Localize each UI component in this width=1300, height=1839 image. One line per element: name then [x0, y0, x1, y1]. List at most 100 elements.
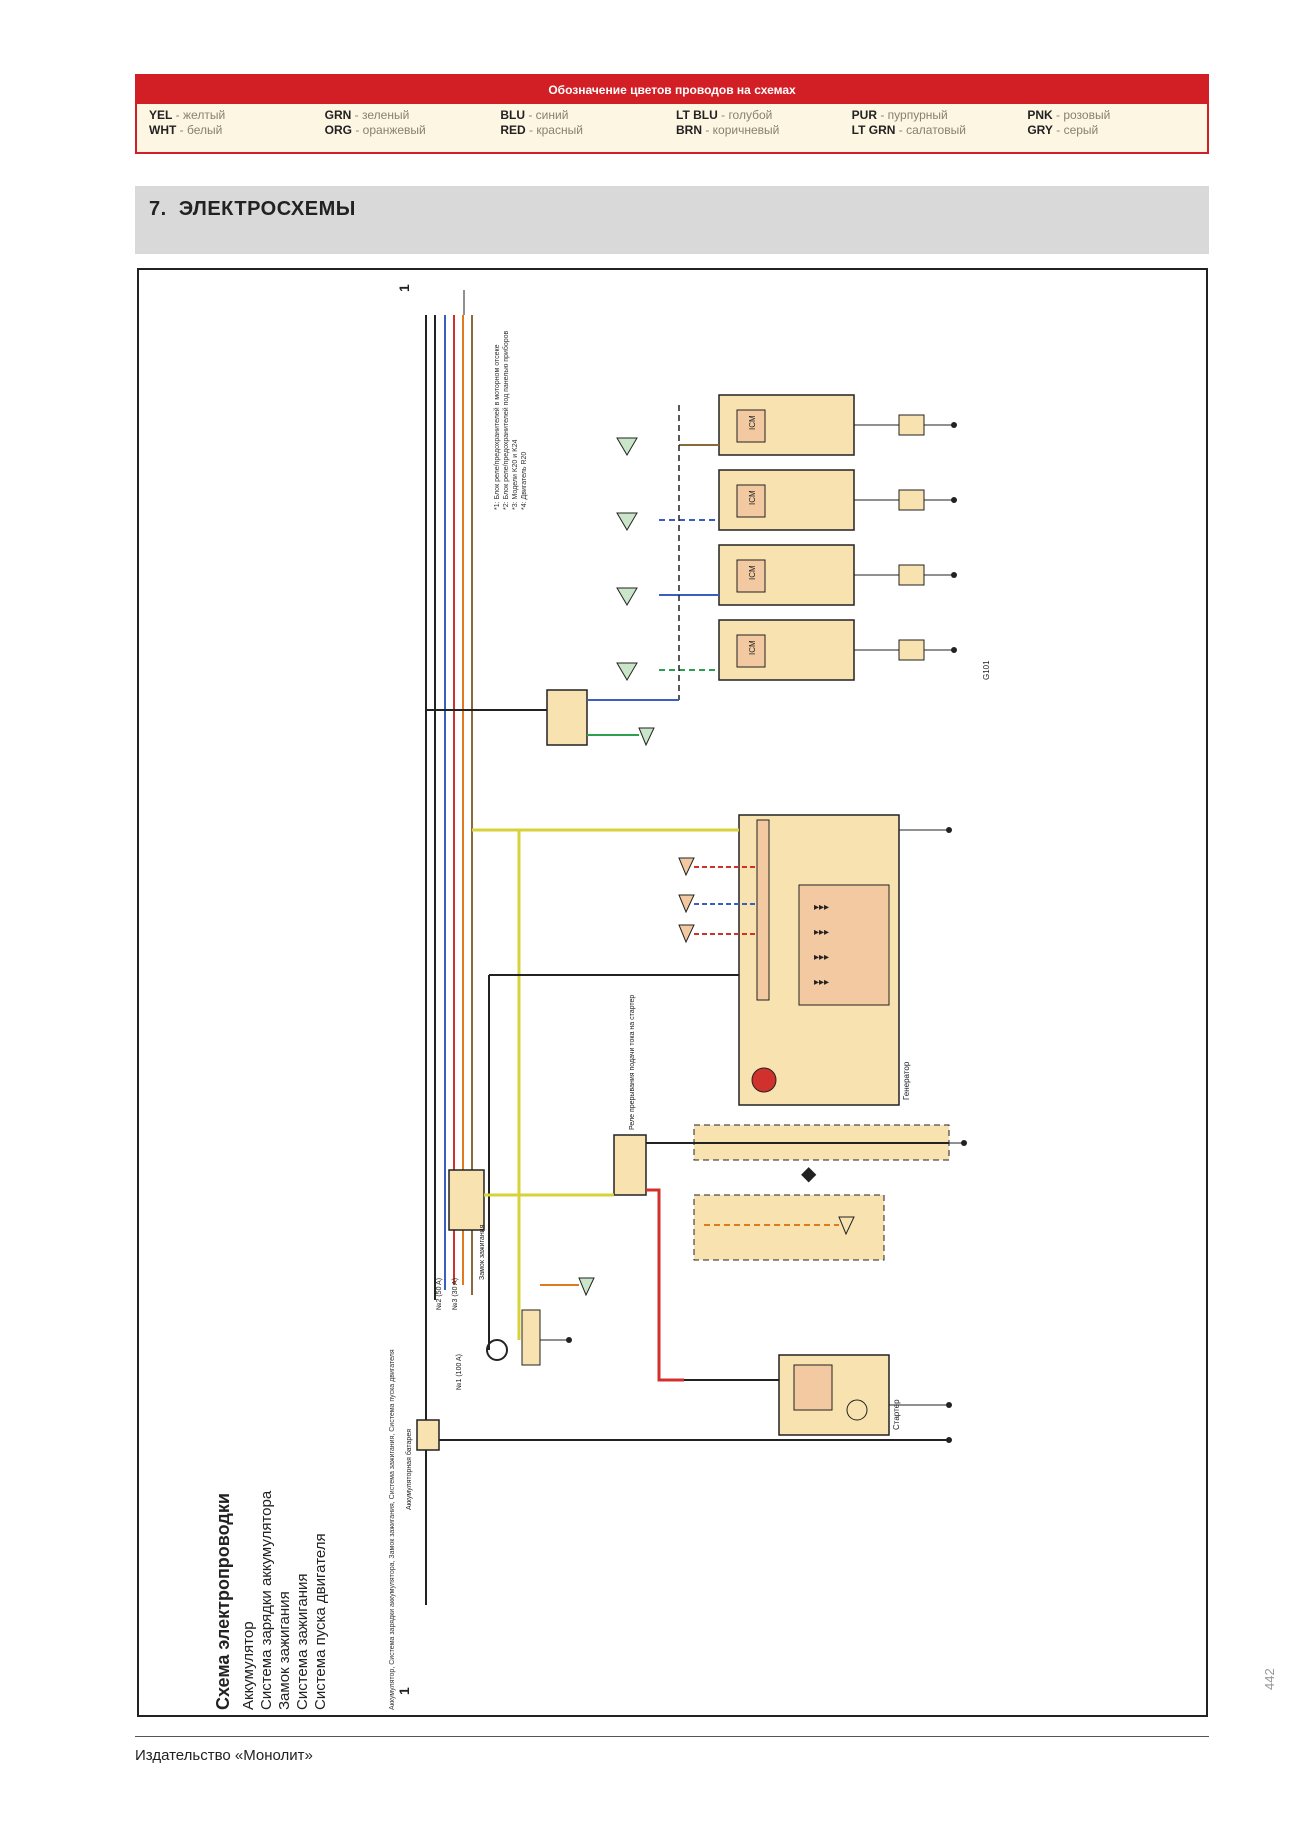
spark-plug-1 [898, 639, 925, 661]
wire-color-legend: Обозначение цветов проводов на схемах YE… [135, 74, 1209, 154]
pcm-connector-icon [616, 437, 638, 456]
vertical-bus [425, 290, 473, 1605]
solenoid [793, 1364, 833, 1411]
pcm-connector-icon [616, 662, 638, 681]
icm-label: ICM [748, 490, 757, 505]
svg-text:▸▸▸: ▸▸▸ [814, 952, 829, 963]
pcm-connector-icon [678, 924, 695, 944]
ground-point [946, 1437, 952, 1443]
pcm-connector-icon [678, 857, 695, 877]
rectifier-diodes: ▸▸▸ ▸▸▸ ▸▸▸ ▸▸▸ [814, 902, 829, 988]
legend-item: LT BLU - голубой [676, 108, 773, 122]
svg-text:*1: Блок реле/предохранителей: *1: Блок реле/предохранителей в моторном… [493, 344, 501, 510]
fuse-label: №1 (100 A) [456, 1354, 463, 1390]
section-title: 7. ЭЛЕКТРОСХЕМЫ [149, 198, 356, 220]
icm-block [736, 409, 766, 443]
icm-block [736, 559, 766, 593]
svg-text:Аккумулятор, Система зарядки а: Аккумулятор, Система зарядки аккумулятор… [389, 1349, 396, 1710]
battery [416, 1419, 440, 1451]
ignition-coils: ICM ICM ICM ICM G101 [616, 394, 991, 700]
system-item: Замок зажигания [276, 1591, 293, 1710]
page-marker-top: 1 [396, 284, 412, 292]
starter-relay-label: Реле прерывания подачи тока на стартер [629, 995, 636, 1130]
diagram-heading-block: Схема электропроводки Аккумулятор Систем… [213, 1490, 329, 1710]
legend-item: RED - красный [500, 123, 583, 137]
starter-label: Стартер [892, 1399, 901, 1430]
system-item: Система пуска двигателя [312, 1533, 329, 1710]
battery-label: Аккумуляторная батарея [405, 1429, 413, 1510]
motor-icon [846, 1399, 868, 1421]
icm-block [736, 634, 766, 668]
system-item: Система зарядки аккумулятора [258, 1490, 275, 1710]
ground-point [961, 1140, 967, 1146]
section-header: 7. ЭЛЕКТРОСХЕМЫ [135, 186, 1209, 254]
svg-text:▸▸▸: ▸▸▸ [814, 927, 829, 938]
manufacturer-logo-icon [751, 1067, 777, 1093]
page-number: 442 [1262, 1668, 1277, 1690]
dashed-component [693, 1194, 885, 1261]
svg-text:▸▸▸: ▸▸▸ [814, 902, 829, 913]
legend-title: Обозначение цветов проводов на схемах [137, 76, 1207, 104]
main-relay [546, 689, 588, 746]
icm-label: ICM [748, 415, 757, 430]
ground-point [566, 1337, 572, 1343]
ground-point [951, 647, 957, 653]
starter-cutoff-relay [613, 1134, 647, 1196]
ground-point [951, 422, 957, 428]
fuse-label: №2 (50 A) [436, 1278, 443, 1310]
current-sensor-icon [486, 1339, 508, 1361]
ground-point [946, 827, 952, 833]
ground-point [951, 497, 957, 503]
pcm-connector-icon [616, 512, 638, 531]
pcm-connector-icon [678, 894, 695, 914]
svg-text:*2: Блок реле/предохранителей: *2: Блок реле/предохранителей под панель… [502, 330, 510, 510]
svg-text:*3: Модели K20 и K24: *3: Модели K20 и K24 [512, 439, 519, 510]
pcm-connector-icon [578, 1277, 595, 1297]
pcm-connector-icon [616, 587, 638, 606]
legend-item: GRY - серый [1027, 123, 1099, 137]
publisher-text: Издательство «Монолит» [135, 1747, 313, 1764]
svg-text:*4: Двигатель R20: *4: Двигатель R20 [521, 452, 528, 510]
legend-item: WHT - белый [149, 123, 223, 137]
legend-grid: YEL - желтый GRN - зеленый BLU - синий L… [137, 104, 1207, 138]
icm-label: ICM [748, 640, 757, 655]
legend-item: PNK - розовый [1027, 108, 1111, 122]
system-item: Система зажигания [294, 1574, 311, 1710]
ground-point [951, 572, 957, 578]
legend-item: ORG - оранжевый [324, 123, 426, 137]
fuse-box [521, 1309, 541, 1366]
wiring-diagram-canvas: Схема электропроводки Аккумулятор Систем… [213, 284, 991, 1710]
icm-label: ICM [748, 565, 757, 580]
footer-divider [135, 1736, 1209, 1737]
generator-label: Генератор [902, 1061, 911, 1100]
legend-item: LT GRN - салатовый [851, 123, 966, 137]
spark-plug-3 [898, 489, 925, 511]
page-marker-bottom: 1 [396, 1687, 412, 1695]
starter-red-wire [646, 1188, 684, 1382]
svg-text:▸▸▸: ▸▸▸ [814, 977, 829, 988]
ground-point [946, 1402, 952, 1408]
voltage-regulator [756, 819, 770, 1001]
rectifier [798, 884, 890, 1006]
icm-module-4 [718, 394, 855, 456]
double-arrow-icon: ◆ [801, 1163, 817, 1185]
legend-item: BLU - синий [500, 108, 569, 122]
pcm-connector-icon [638, 727, 655, 747]
fuse-label: №3 (30 A) [452, 1278, 459, 1310]
ground-label: G101 [982, 660, 991, 680]
system-item: Аккумулятор [240, 1621, 257, 1710]
legend-item: BRN - коричневый [676, 123, 780, 137]
header-note: Аккумулятор, Система зарядки аккумулятор… [389, 1349, 396, 1710]
triangle-connector-icon [838, 1216, 855, 1236]
footnotes: *1: Блок реле/предохранителей в моторном… [493, 330, 528, 510]
legend-item: GRN - зеленый [324, 108, 410, 122]
legend-item: PUR - пурпурный [851, 108, 948, 122]
wiring-diagram: Схема электропроводки Аккумулятор Систем… [137, 268, 1208, 1717]
ignition-switch [448, 1169, 485, 1231]
legend-item: YEL - желтый [149, 108, 226, 122]
ignition-switch-label: Замок зажигания [479, 1224, 486, 1280]
diagram-heading: Схема электропроводки [213, 1493, 233, 1710]
spark-plug-2 [898, 564, 925, 586]
spark-plug-4 [898, 414, 925, 436]
icm-block [736, 484, 766, 518]
